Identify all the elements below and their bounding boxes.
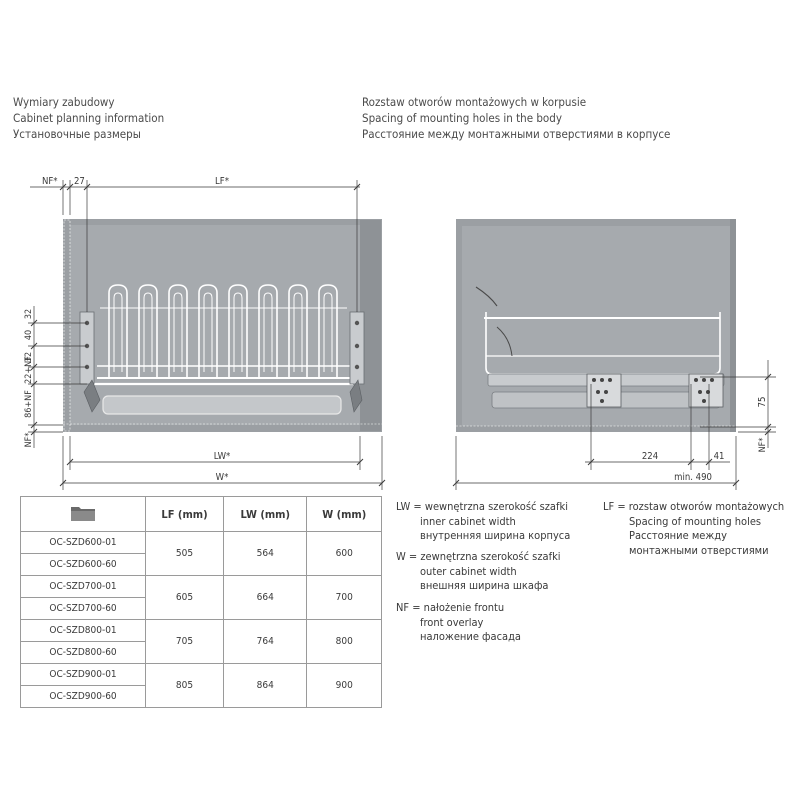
dim-27-label: 27: [74, 176, 85, 187]
table-row: OC-SZD900-01 805 864 900: [20, 663, 382, 708]
dim-224-label: 224: [642, 451, 658, 462]
rack-wire-loop: [288, 284, 308, 378]
cabinet-planning-heading: Wymiary zabudowy Cabinet planning inform…: [13, 94, 164, 142]
dish-rack-basket: [92, 284, 353, 415]
model-cell: OC-SZD800-01: [20, 619, 146, 642]
rack-wire-inner: [143, 292, 153, 372]
rack-wire-loop: [138, 284, 158, 378]
rack-wire-loop: [198, 284, 218, 378]
dim-75-label: 75: [757, 397, 768, 408]
dimensions-table: LF (mm) LW (mm) W (mm) OC-SZD600-01 505 …: [20, 496, 382, 708]
legend-w-pl: W = zewnętrzna szerokość szafki: [396, 550, 561, 563]
table-row: OC-SZD700-01 605 664 700: [20, 575, 382, 620]
model-cell: OC-SZD900-01: [20, 663, 146, 686]
cabinet-front-inner: [70, 225, 360, 425]
side-nf-label: NF*: [758, 438, 768, 453]
w-header: W (mm): [306, 496, 382, 532]
left-mounting-rail: [79, 311, 101, 413]
w-cell: 700: [306, 575, 382, 620]
rack-wire-inner: [233, 292, 243, 372]
rack-wire-loop: [168, 284, 188, 378]
rack-wire-inner: [203, 292, 213, 372]
legend-w-en: outer cabinet width: [420, 564, 517, 578]
mounting-holes-heading: Rozstaw otworów montażowych w korpusie S…: [362, 94, 670, 142]
model-cell: OC-SZD600-60: [20, 553, 146, 576]
rack-wire-inner: [263, 292, 273, 372]
w-label: W*: [216, 472, 229, 483]
lw-cell: 864: [223, 663, 308, 708]
w-cell: 900: [306, 663, 382, 708]
legend-nf-ru: наложение фасада: [420, 630, 521, 643]
lf-header: LF (mm): [144, 496, 225, 532]
right-mounting-rail: [349, 311, 365, 413]
legend-lf: LF = rozstaw otworów montażowych Spacing…: [603, 500, 784, 558]
legend-lw-en: inner cabinet width: [420, 514, 516, 528]
dim-86nf-label: 86+NF: [24, 390, 34, 418]
dim-32-bottom-label: 32: [24, 352, 34, 362]
lw-cell: 764: [223, 619, 308, 664]
nf-side-label: NF*: [24, 433, 34, 448]
dim-22nf-label: 22+NF: [24, 356, 34, 384]
legend-nf-pl: NF = nałożenie frontu: [396, 601, 505, 614]
legend-lf-en: Spacing of mounting holes: [629, 514, 762, 528]
table-row: OC-SZD600-01 505 564 600: [20, 531, 382, 576]
lw-cell: 664: [223, 575, 308, 620]
dim-41-label: 41: [714, 451, 725, 462]
rack-wire-loop: [318, 284, 338, 378]
side-view: 224 41 75 NF* min. 490: [452, 219, 776, 490]
legend-lw-pl: LW = wewnętrzna szerokość szafki: [396, 500, 568, 513]
model-cell: OC-SZD900-60: [20, 685, 146, 708]
lw-header: LW (mm): [223, 496, 308, 532]
heading-right-pl: Rozstaw otworów montażowych w korpusie: [362, 95, 587, 109]
folder-header-cell: [20, 496, 146, 532]
rack-wire-loop: [258, 284, 278, 378]
lw-label: LW*: [214, 451, 231, 462]
lf-cell: 805: [144, 663, 225, 708]
min-depth-label: min. 490: [674, 472, 712, 483]
heading-left-ru: Установочные размеры: [13, 127, 141, 141]
table-header-row: LF (mm) LW (mm) W (mm): [20, 496, 382, 532]
legend-nf: NF = nałożenie frontu front overlay нало…: [396, 601, 521, 645]
heading-left-pl: Wymiary zabudowy: [13, 95, 115, 109]
technical-drawing: NF* 27 LF* 32 40 32 22+NF 86+NF NF* LW* …: [24, 176, 776, 490]
rack-wire-inner: [113, 292, 123, 372]
rack-wire-inner: [173, 292, 183, 372]
rack-wire-loop: [108, 284, 128, 378]
table-row: OC-SZD800-01 705 764 800: [20, 619, 382, 664]
lw-cell: 564: [223, 531, 308, 576]
front-mounting-bracket: [688, 373, 724, 408]
legend-nf-en: front overlay: [420, 615, 484, 629]
front-view: NF* 27 LF* 32 40 32 22+NF 86+NF NF* LW* …: [24, 176, 386, 490]
w-cell: 800: [306, 619, 382, 664]
legend-w-ru: внешняя ширина шкафа: [420, 579, 549, 592]
legend-w: W = zewnętrzna szerokość szafki outer ca…: [396, 550, 561, 594]
model-cell: OC-SZD600-01: [20, 531, 146, 554]
nf-top-label: NF*: [42, 176, 58, 187]
lf-cell: 505: [144, 531, 225, 576]
rack-wire-inner: [293, 292, 303, 372]
rack-wire-loop: [228, 284, 248, 378]
rear-mounting-bracket: [586, 373, 622, 408]
dim-40-label: 40: [24, 330, 34, 340]
model-cell: OC-SZD700-60: [20, 597, 146, 620]
lf-cell: 605: [144, 575, 225, 620]
legend-lw-ru: внутренняя ширина корпуса: [420, 529, 571, 542]
heading-left-en: Cabinet planning information: [13, 111, 165, 125]
lf-label: LF*: [215, 176, 230, 187]
dim-32-top-label: 32: [24, 309, 34, 319]
legend-lf-pl: LF = rozstaw otworów montażowych: [603, 500, 785, 513]
table-row: OC-SZD900-60: [20, 685, 382, 708]
folder-icon: [71, 506, 95, 521]
rack-wire-inner: [323, 292, 333, 372]
legend-lf-ru1: Расстояние между: [629, 529, 727, 542]
w-cell: 600: [306, 531, 382, 576]
legend-lf-ru2: монтажными отверстиями: [629, 543, 769, 557]
heading-right-ru: Расстояние между монтажными отверстиями …: [362, 127, 671, 141]
lf-cell: 705: [144, 619, 225, 664]
legend-lw: LW = wewnętrzna szerokość szafki inner c…: [396, 500, 570, 544]
model-cell: OC-SZD800-60: [20, 641, 146, 664]
model-cell: OC-SZD700-01: [20, 575, 146, 598]
heading-right-en: Spacing of mounting holes in the body: [362, 111, 562, 125]
